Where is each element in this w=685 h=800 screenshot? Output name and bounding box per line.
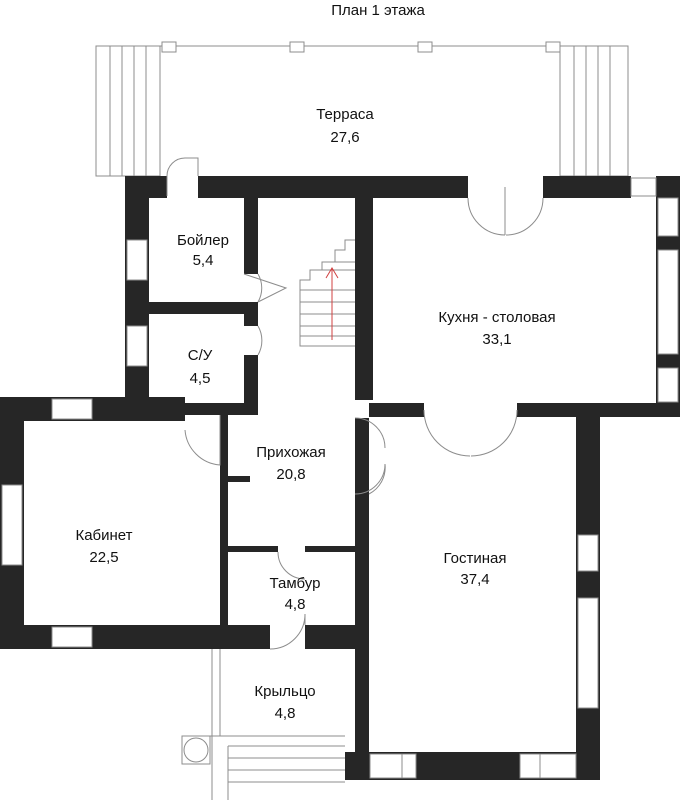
terrace-post: [289, 41, 305, 53]
room-area-vestibule: 4,8: [285, 596, 306, 613]
room-name-porch: Крыльцо: [254, 683, 315, 700]
room-area-hall: 20,8: [276, 466, 305, 483]
window: [401, 753, 417, 779]
window: [1, 484, 23, 566]
terrace-post: [161, 41, 177, 53]
window: [126, 239, 148, 281]
walls: [0, 176, 680, 780]
terrace-steps-right: [559, 45, 629, 177]
terrace-post: [417, 41, 433, 53]
room-name-hall: Прихожая: [256, 444, 326, 461]
window: [657, 367, 679, 403]
room-name-boiler: Бойлер: [177, 232, 229, 249]
window: [519, 753, 541, 779]
window: [630, 177, 657, 197]
room-name-office: Кабинет: [75, 527, 132, 544]
window: [539, 753, 577, 779]
window: [51, 398, 93, 420]
room-area-boiler: 5,4: [193, 252, 214, 269]
window: [126, 325, 148, 367]
room-area-office: 22,5: [89, 549, 118, 566]
room-area-wc: 4,5: [190, 370, 211, 387]
staircase: [299, 239, 355, 347]
porch-post: [181, 735, 211, 765]
doors: [166, 157, 544, 650]
porch-structure: [181, 649, 345, 800]
room-name-vestibule: Тамбур: [270, 575, 321, 592]
room-name-living: Гостиная: [444, 550, 507, 567]
window: [657, 197, 679, 237]
room-area-terrace: 27,6: [330, 129, 359, 146]
room-area-living: 37,4: [460, 571, 489, 588]
windows: [1, 177, 679, 779]
room-name-terrace: Терраса: [316, 106, 374, 123]
room-name-wc: С/У: [188, 347, 213, 364]
window: [577, 597, 599, 709]
terrace-post: [545, 41, 561, 53]
window: [657, 249, 679, 355]
terrace-steps-left: [95, 45, 161, 177]
plan-title: План 1 этажа: [331, 2, 425, 19]
window: [51, 626, 93, 648]
room-name-kitchen: Кухня - столовая: [438, 309, 555, 326]
room-labels: Терраса 27,6 Бойлер 5,4 С/У 4,5 Кухня - …: [75, 106, 555, 722]
room-area-porch: 4,8: [275, 705, 296, 722]
room-area-kitchen: 33,1: [482, 331, 511, 348]
window: [369, 753, 403, 779]
window: [577, 534, 599, 572]
